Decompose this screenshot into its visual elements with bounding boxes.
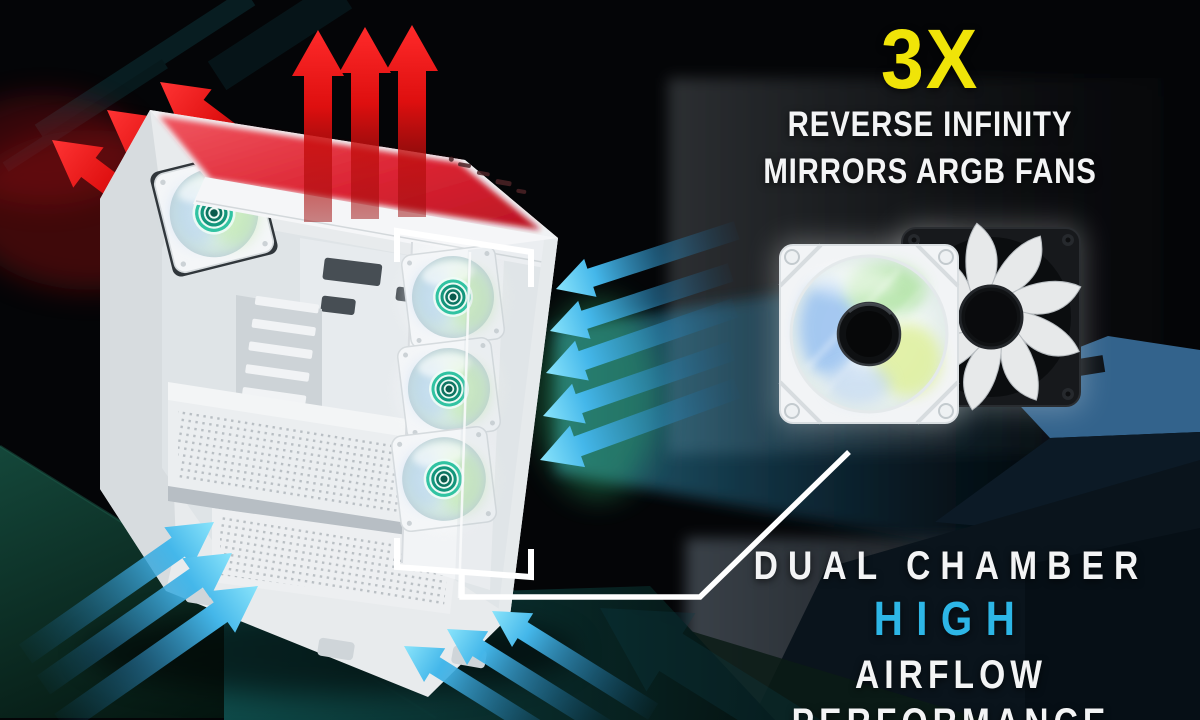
callout-line — [459, 450, 851, 600]
headline: 3X REVERSE INFINITY MIRRORS ARGB FANS — [660, 12, 1200, 195]
argb-fans-product — [776, 221, 1084, 427]
hot-exhaust-zone — [159, 116, 541, 230]
top-exhaust-arrows — [292, 25, 438, 222]
footer-line1: DUAL CHAMBER — [753, 544, 1149, 588]
glass-edge — [457, 251, 472, 599]
headline-line2: MIRRORS ARGB FANS — [763, 152, 1097, 192]
footer-line2: AIRFLOW PERFORMANCE — [792, 653, 1106, 720]
bottom-vents — [220, 515, 450, 606]
pc-case — [100, 110, 558, 697]
headline-line1: REVERSE INFINITY — [787, 104, 1073, 144]
case-rear-panel — [100, 110, 176, 591]
front-pillar — [498, 238, 558, 616]
footer-text: DUAL CHAMBER HIGH AIRFLOW PERFORMANCE — [700, 542, 1200, 720]
psu-shroud-vents — [178, 408, 444, 524]
shroud-shadow — [168, 486, 452, 545]
footer-highlight: HIGH — [873, 593, 1029, 646]
headline-multiplier: 3X — [880, 12, 980, 106]
psu-shroud-lip — [168, 382, 452, 446]
white-fan-icon — [778, 243, 960, 425]
bg-platform-right — [608, 336, 1200, 720]
top-chamfer — [193, 177, 558, 268]
top-io-ports — [448, 156, 527, 194]
front-fans — [391, 245, 506, 533]
glass-panel — [455, 238, 558, 616]
